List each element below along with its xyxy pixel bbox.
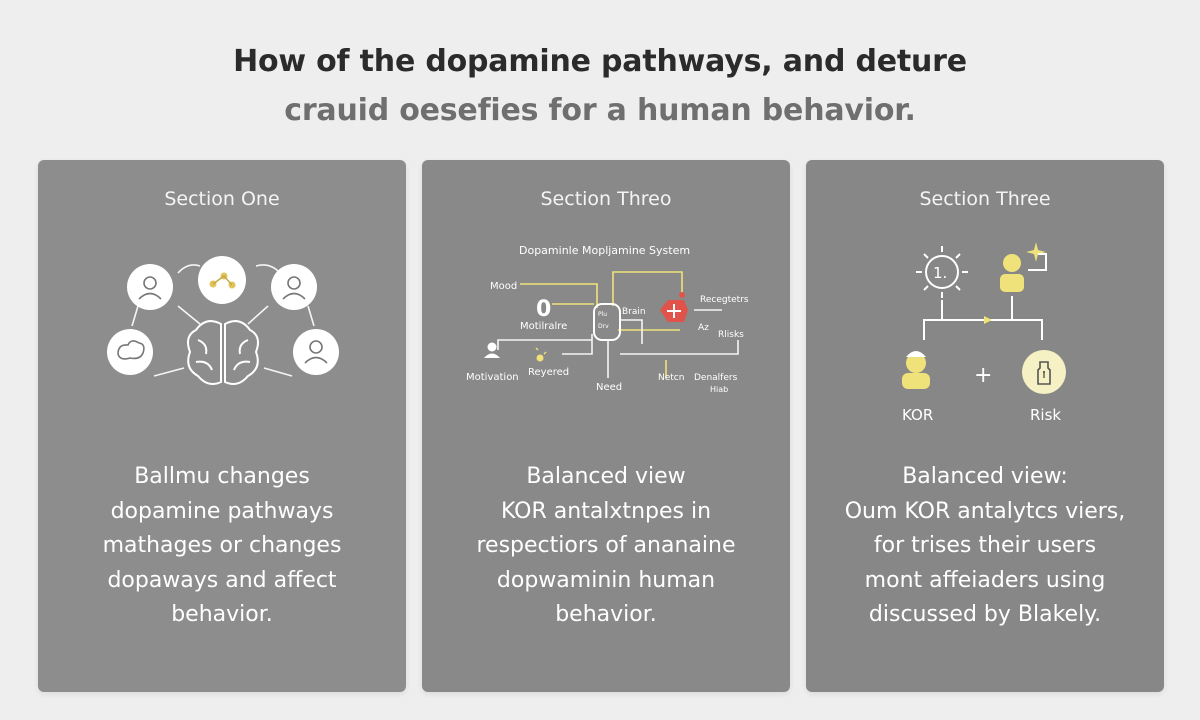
section-panel-three: Section Three 1. bbox=[806, 160, 1164, 692]
body-line: discussed by Blakely. bbox=[868, 602, 1102, 627]
label-return: Hiab bbox=[710, 385, 728, 394]
pathway-line bbox=[612, 271, 683, 306]
arrow-marker bbox=[984, 316, 992, 324]
label-motivation-bottom: Motivation bbox=[466, 372, 519, 383]
body-line: dopwaminin human bbox=[496, 567, 716, 593]
person-icon bbox=[484, 342, 500, 358]
body-line: behavior. bbox=[171, 602, 273, 627]
section-panel-one: Section One bbox=[38, 160, 406, 692]
body-line: for trises their users bbox=[873, 533, 1097, 558]
bottle-icon bbox=[1022, 350, 1066, 394]
brain-cloud-icon bbox=[107, 329, 153, 375]
person-icon bbox=[127, 264, 173, 310]
section-one-diagram bbox=[38, 240, 406, 440]
label-mood: Mood bbox=[490, 281, 517, 292]
gear-icon bbox=[916, 246, 968, 298]
sparkle-icon bbox=[535, 347, 547, 362]
body-line: Balanced view: bbox=[902, 464, 1068, 489]
sparkle-icon bbox=[1026, 242, 1046, 262]
gear-label: 1. bbox=[933, 264, 947, 282]
body-line: Oum KOR antalytcs viers, bbox=[844, 498, 1126, 524]
label-need: Need bbox=[596, 382, 622, 393]
panel-heading: Section One bbox=[164, 188, 280, 210]
label-return: Denalfers bbox=[694, 373, 738, 383]
panel-heading: Section Threo bbox=[540, 188, 672, 210]
person-icon bbox=[902, 351, 930, 389]
connector-arrow bbox=[131, 305, 139, 327]
connector-arrow bbox=[177, 305, 201, 325]
pathway-line bbox=[520, 283, 598, 308]
body-line: mathages or changes bbox=[102, 533, 342, 558]
body-line: respectiors of ananaine bbox=[476, 533, 736, 558]
label-brain: Brain bbox=[622, 307, 646, 317]
title-line-1: How of the dopamine pathways, and deture bbox=[233, 44, 967, 79]
pathway-line bbox=[620, 319, 643, 344]
person-icon bbox=[271, 264, 317, 310]
title-line-2: crauid oesefies for a human behavior. bbox=[284, 93, 916, 128]
section-panel-two: Section Threo Dopaminle Mopljamine Syste… bbox=[422, 160, 790, 692]
body-line: mont affeiaders using bbox=[864, 567, 1106, 593]
diagram-title: Dopaminle Mopljamine System bbox=[519, 244, 690, 257]
panel-heading: Section Three bbox=[919, 188, 1051, 210]
connector-line bbox=[923, 319, 1043, 340]
connector-line bbox=[1028, 253, 1047, 271]
person-icon bbox=[293, 329, 339, 375]
label-reward: Reyered bbox=[528, 367, 569, 378]
label-rz: Az bbox=[698, 323, 709, 333]
label-receptors: Recegtetrs bbox=[700, 295, 749, 305]
label-return: Netcn bbox=[658, 373, 684, 383]
label-motivation-top: Motilralre bbox=[520, 321, 567, 332]
plus-icon: + bbox=[974, 363, 992, 388]
section-three-diagram: 1. bbox=[806, 240, 1164, 440]
brain-icon bbox=[187, 320, 259, 385]
label-risks: Rlisks bbox=[718, 330, 744, 340]
connector-arrow bbox=[255, 264, 281, 274]
body-line: dopaways and affect bbox=[107, 567, 337, 593]
brain-box-label: Drv bbox=[598, 323, 609, 330]
panel-body-text: Balanced view KOR antalxtnpes in respect… bbox=[422, 460, 790, 633]
pathway-line bbox=[497, 339, 592, 350]
brain-box-icon: Plu Drv bbox=[593, 303, 621, 341]
brain-network-diagram bbox=[107, 256, 339, 385]
connector-arrow bbox=[307, 305, 315, 327]
connector-arrow bbox=[153, 367, 185, 377]
body-line: KOR antalxtnpes in bbox=[500, 498, 712, 524]
connector-arrow bbox=[247, 305, 269, 325]
page-title: How of the dopamine pathways, and deture… bbox=[0, 44, 1200, 128]
kor-risk-diagram: 1. bbox=[902, 242, 1066, 424]
label-kor: KOR bbox=[902, 406, 933, 424]
body-line: behavior. bbox=[555, 602, 657, 627]
connections-icon bbox=[198, 256, 246, 304]
panel-body-text: Ballmu changes dopamine pathways mathage… bbox=[38, 460, 406, 633]
plus-shield-icon bbox=[660, 292, 688, 322]
pathway-line bbox=[562, 334, 593, 355]
body-line: Balanced view bbox=[526, 464, 686, 489]
person-icon bbox=[1000, 254, 1024, 292]
label-zero: 0 bbox=[536, 297, 551, 322]
connector-arrow bbox=[263, 367, 293, 377]
body-line: dopamine pathways bbox=[110, 498, 334, 524]
label-risk: Risk bbox=[1030, 406, 1061, 424]
connector-arrow bbox=[177, 264, 201, 274]
body-line: Ballmu changes bbox=[134, 464, 310, 489]
panel-body-text: Balanced view: Oum KOR antalytcs viers, … bbox=[806, 460, 1164, 633]
section-two-diagram: Dopaminle Mopljamine System Mood 0 Motil… bbox=[422, 240, 790, 440]
pathway-line bbox=[620, 340, 739, 355]
brain-box-label: Plu bbox=[598, 311, 607, 318]
dopamine-system-diagram: Dopaminle Mopljamine System Mood 0 Motil… bbox=[466, 244, 749, 394]
